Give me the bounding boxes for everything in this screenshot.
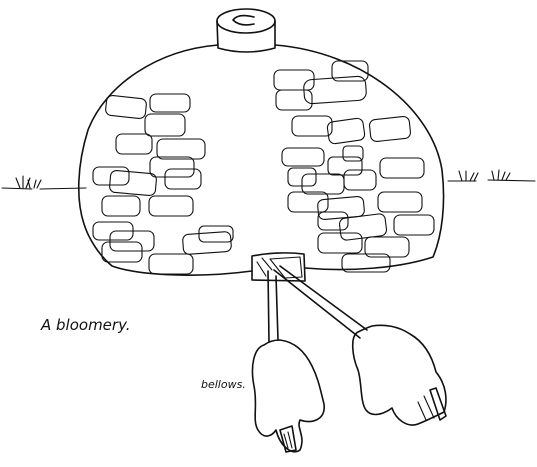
bricks-outline bbox=[93, 90, 434, 274]
bellows-right bbox=[353, 325, 446, 425]
chimney-top bbox=[217, 9, 275, 33]
ground-line-left bbox=[2, 188, 86, 189]
grass-tuft-right-1 bbox=[459, 171, 478, 181]
bellows-tube-left bbox=[268, 271, 278, 342]
bellows-label: bellows. bbox=[201, 378, 246, 391]
ground bbox=[2, 170, 535, 189]
title-label: A bloomery. bbox=[40, 316, 131, 334]
chimney bbox=[217, 9, 275, 52]
bellows-left bbox=[252, 340, 324, 452]
grass-tuft-left bbox=[16, 176, 41, 188]
bricks-stippled bbox=[93, 61, 387, 251]
ground-line-right bbox=[448, 180, 535, 181]
tuyere-opening bbox=[252, 253, 305, 281]
bellows-tubes bbox=[268, 266, 367, 342]
chimney-opening bbox=[233, 16, 254, 25]
bloomery-dome bbox=[79, 45, 444, 275]
bellows-tube-right bbox=[274, 266, 367, 338]
grass-tuft-right-2 bbox=[492, 170, 510, 180]
